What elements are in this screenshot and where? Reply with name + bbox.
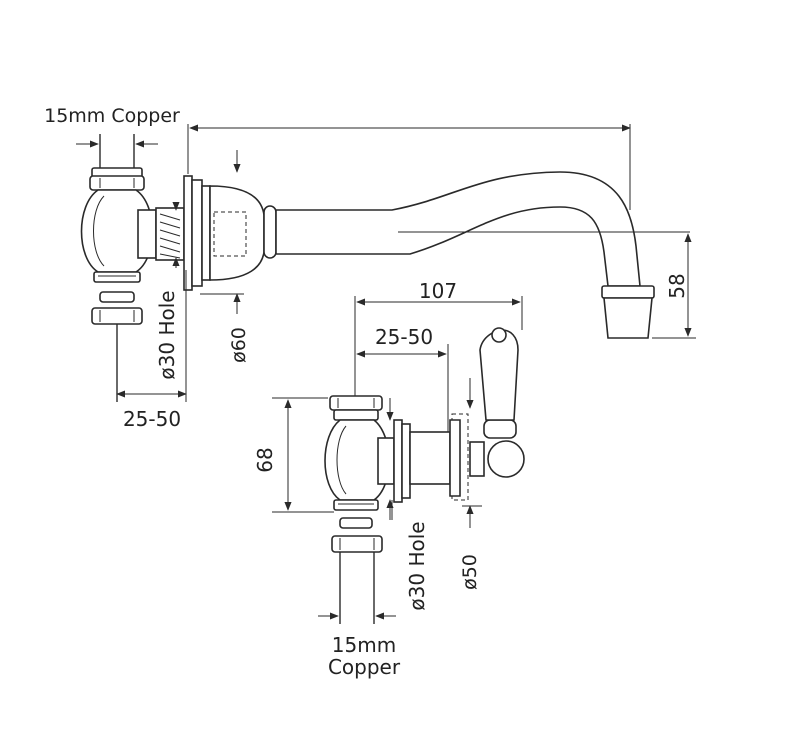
top-olive	[99, 291, 135, 303]
spout-assembly	[80, 134, 696, 402]
lever-range-label: 25-50	[375, 325, 433, 349]
bottom-copper-label-line1: 15mm	[332, 633, 396, 657]
bottom-copper-label-line2: Copper	[328, 655, 401, 679]
spout-outlet-ring	[601, 285, 655, 299]
lever-housing	[409, 431, 451, 485]
lever-projection-label: 107	[419, 279, 457, 303]
lever-lower-nut	[331, 535, 383, 553]
top-copper-label: 15mm Copper	[44, 105, 180, 127]
spout-height-label: 58	[665, 273, 689, 298]
lever-olive	[339, 517, 373, 529]
lever-dimensions: 107 25-50 68 ø30 Hole ø50 15mm Copper	[253, 279, 523, 679]
left-range-label: 25-50	[123, 407, 181, 431]
left-plate-label: ø60	[228, 327, 250, 363]
lever-valve-assembly	[324, 327, 525, 624]
left-hole-label: ø30 Hole	[155, 290, 179, 379]
spout-wall-plate	[183, 175, 193, 291]
lever-handle	[479, 329, 519, 421]
lever-height-label: 68	[253, 447, 277, 472]
top-nut	[89, 175, 145, 191]
lever-hub	[487, 440, 525, 478]
lever-wall-plate	[393, 419, 403, 503]
spout-tube	[275, 171, 641, 287]
spout-outlet	[603, 297, 653, 339]
lever-hole-label: ø30 Hole	[405, 521, 429, 610]
spout-collar	[263, 205, 277, 259]
lever-plate-label: ø50	[459, 554, 481, 590]
spout-dimensions: 15mm Copper 58 ø60 ø30 Hole 25-50	[44, 105, 692, 431]
